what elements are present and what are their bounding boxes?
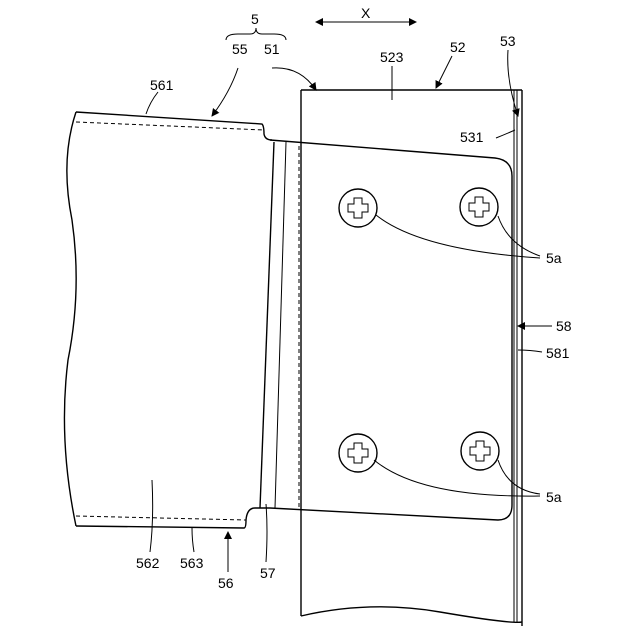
label-562: 562 bbox=[136, 555, 160, 571]
label-581: 581 bbox=[546, 345, 570, 361]
label-51: 51 bbox=[264, 41, 280, 57]
beam bbox=[64, 112, 272, 528]
label-x: X bbox=[361, 5, 371, 21]
label-5a-top: 5a bbox=[546, 250, 562, 266]
vertical-post bbox=[301, 90, 522, 626]
label-58: 58 bbox=[556, 318, 572, 334]
label-57: 57 bbox=[260, 565, 276, 581]
label-5: 5 bbox=[251, 11, 259, 27]
screw-head-icon bbox=[339, 434, 377, 472]
leader-lines bbox=[146, 22, 552, 572]
label-56: 56 bbox=[218, 575, 234, 591]
label-563: 563 bbox=[180, 555, 204, 571]
screw-head-icon bbox=[461, 432, 499, 470]
screw-head-icon bbox=[460, 188, 498, 226]
label-52: 52 bbox=[450, 39, 466, 55]
label-53: 53 bbox=[500, 33, 516, 49]
label-55: 55 bbox=[232, 41, 248, 57]
bracket-plate bbox=[260, 140, 512, 520]
label-561: 561 bbox=[150, 77, 174, 93]
screw-head-icon bbox=[339, 189, 377, 227]
label-5a-bottom: 5a bbox=[546, 489, 562, 505]
label-523: 523 bbox=[380, 49, 404, 65]
label-531: 531 bbox=[460, 129, 484, 145]
